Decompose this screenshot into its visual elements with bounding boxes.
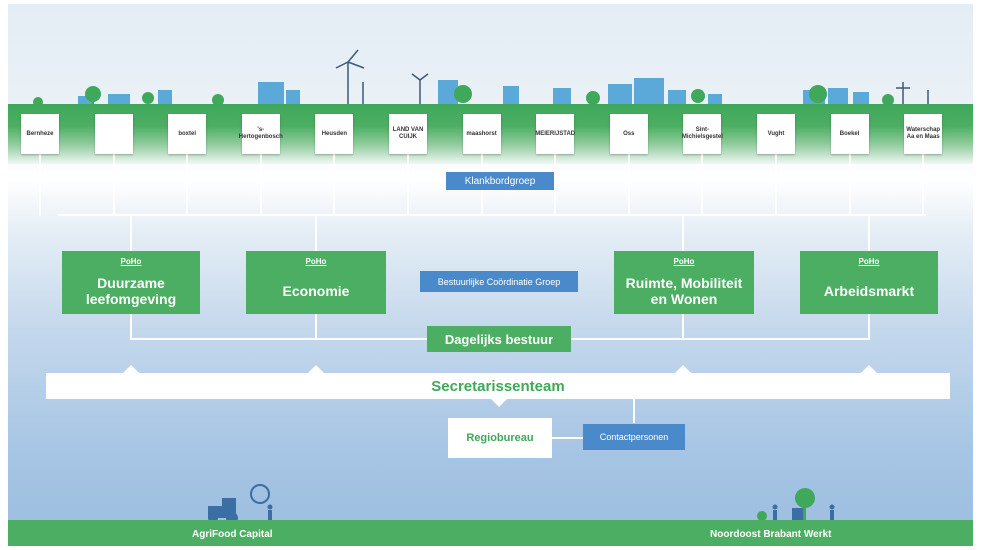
noordoost-brabant-werkt-label: Noordoost Brabant Werkt [710,529,832,540]
poho-tag: PoHo [120,257,142,266]
logos-connector-line [58,214,926,216]
municipality-logo: Waterschap Aa en Maas [904,114,943,154]
logo-connector-line [627,154,630,216]
pointer-triangle [308,365,324,373]
frame-bottom [0,546,981,550]
frame-left [0,0,8,550]
municipality-logo-text: Sint-Michielsgestel [681,127,723,140]
poho-tag: PoHo [673,257,695,266]
municipality-logo: 's-Hertogenbosch [238,114,283,154]
logo-connector-line [554,154,557,216]
municipality-logo-text: Oss [623,130,635,137]
municipality-logo-text: 's-Hertogenbosch [238,127,283,140]
connector-line [868,314,870,339]
logo-connector-line [922,154,925,216]
municipality-logo: Heusden [315,114,354,154]
municipality-logo: Vught [757,114,795,154]
pointer-triangle [675,365,691,373]
connector-line [552,437,584,439]
poho-box-economie: PoHo Economie [246,251,386,314]
pointer-triangle [123,365,139,373]
municipality-logo-text: Bernheze [26,130,54,137]
logo-connector-line [112,154,115,216]
poho-tag: PoHo [858,257,880,266]
connector-line [315,214,317,252]
municipality-logo-text: Vught [767,130,785,137]
connector-line [633,399,635,423]
connector-line [315,314,317,339]
dagelijks-bestuur-box: Dagelijks bestuur [427,326,571,352]
connector-line [868,214,870,252]
municipality-logo: Oss [609,114,648,154]
municipality-logo-text: boxtel [178,130,197,137]
pointer-triangle [861,365,877,373]
poho-title: Economie [282,282,350,299]
poho-tag: PoHo [305,257,327,266]
municipality-logo-text: Waterschap Aa en Maas [906,127,941,140]
poho-box-ruimte-mobiliteit-wonen: PoHo Ruimte, Mobiliteit en Wonen [614,251,754,314]
contactpersonen-label: Contactpersonen [583,424,685,450]
logo-connector-line [775,154,777,216]
bottom-illustration [208,484,835,524]
municipality-logo: boxtel [168,114,207,154]
poho-title: Duurzame leefomgeving [85,274,177,307]
connector-line [682,214,684,252]
agrifood-capital-label: AgriFood Capital [192,529,273,540]
logo-connector-line [701,154,704,216]
poho-title: Ruimte, Mobiliteit en Wonen [625,274,743,307]
municipality-logo-text: MEIERIJSTAD [535,130,576,137]
regiobureau-box: Regiobureau [448,418,552,458]
green-ground-band [8,520,973,550]
logo-connector-line [333,154,336,216]
logo-connector-line [848,154,851,216]
logo-connector-line [39,154,41,216]
municipality-logo-text: maashorst [466,130,497,137]
municipality-logo-text: LAND VAN CUIJK [392,127,424,140]
frame-top [0,0,981,4]
municipality-logo: Sint-Michielsgestel [681,114,723,154]
logo-connector-line [259,154,262,216]
pointer-triangle-down [491,399,507,407]
municipality-logo: maashorst [462,114,501,154]
municipality-logo: Bernheze [21,114,59,154]
municipality-logo-text: Heusden [321,130,348,137]
logo-connector-line [186,154,189,216]
bestuurlijke-coordinatie-groep-label: Bestuurlijke Coördinatie Groep [420,271,578,292]
poho-title: Arbeidsmarkt [823,282,915,299]
poho-box-duurzame-leefomgeving: PoHo Duurzame leefomgeving [62,251,200,314]
skyline-illustration [33,49,929,108]
poho-box-arbeidsmarkt: PoHo Arbeidsmarkt [800,251,938,314]
connector-line [130,214,132,252]
municipality-logo [94,114,133,154]
municipality-logo: LAND VAN CUIJK [389,114,427,154]
secretarissenteam-band: Secretarissenteam [46,373,950,399]
connector-line [682,314,684,339]
municipality-logo: MEIERIJSTAD [535,114,576,154]
municipality-logo: Boekel [830,114,869,154]
municipality-logo-text: Boekel [839,130,860,137]
logo-connector-line [407,154,409,216]
frame-right [973,0,981,550]
connector-line [130,314,132,339]
klankbordgroep-label: Klankbordgroep [446,172,554,190]
